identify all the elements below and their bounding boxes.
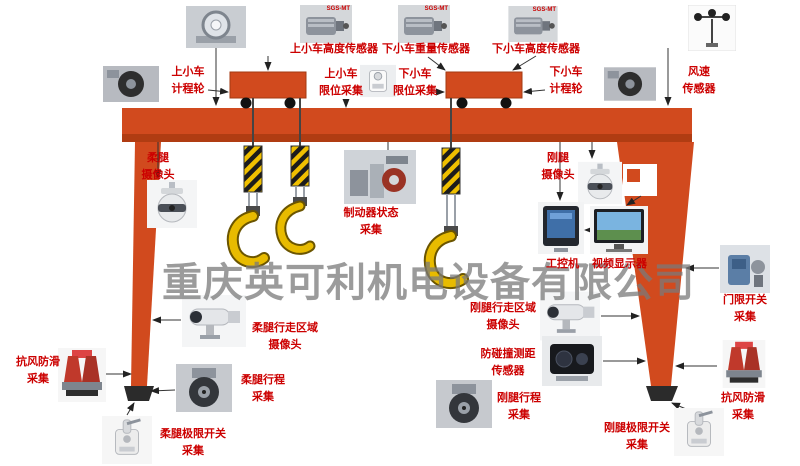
label-door-limit-switch: 门限开关 采集: [723, 294, 767, 324]
anemometer-image: [688, 5, 736, 51]
main-beam-shadow: [122, 134, 692, 142]
lower-trolley: [445, 71, 523, 109]
ptz-camera-image-left: [147, 180, 197, 228]
ring-load-sensor-image: [186, 6, 246, 48]
label-industrial-pc: 工控机: [546, 258, 579, 270]
limit-switch-image-right: [674, 408, 724, 456]
height-sensor-motor-image-2: SGS-MT: [508, 6, 558, 42]
weight-sensor-motor-image: SGS-MT: [398, 5, 450, 43]
limit-sensor-image: [360, 64, 396, 98]
label-rigid-leg-limit-switch: 刚腿极限开关 采集: [604, 422, 670, 452]
limit-switch-image-left: [102, 416, 152, 464]
door-limit-switch-image: [720, 245, 770, 293]
upper-trolley: [229, 71, 307, 109]
label-rigid-leg-travel: 刚腿行程 采集: [497, 392, 541, 422]
label-flexible-leg-travel: 柔腿行程 采集: [241, 374, 285, 404]
ptz-camera-image-right: [578, 160, 622, 206]
label-anti-collision-sensor: 防碰撞测距 传感器: [480, 348, 536, 378]
motor-brand-label: SGS-MT: [326, 6, 350, 12]
brake-image: [344, 150, 416, 204]
rail-clamp-image-right: [718, 340, 770, 388]
rail-clamp-image-left: [58, 348, 106, 402]
hook-assembly-right: [423, 98, 469, 290]
travel-wheel-image-left: [176, 364, 232, 412]
flexible-leg-foot: [124, 386, 154, 401]
label-wind-antislip-left: 抗风防滑 采集: [16, 356, 60, 386]
hook-assembly-left-2: [275, 98, 316, 255]
motor-brand-label: SGS-MT: [532, 7, 556, 13]
label-rigid-leg-camera: 刚腿 摄像头: [541, 152, 575, 182]
travel-wheel-image-right: [436, 380, 492, 428]
industrial-pc-image: [538, 202, 584, 254]
label-flexible-leg-limit-switch: 柔腿极限开关 采集: [160, 428, 226, 458]
rigid-leg: [617, 142, 694, 386]
video-display-image: [590, 206, 648, 254]
motor-brand-label: SGS-MT: [424, 6, 448, 12]
label-rigid-leg-area-camera: 刚腿行走区域 摄像头: [470, 302, 536, 332]
label-lower-trolley-limit: 下小车 限位采集: [393, 68, 437, 98]
height-sensor-motor-image-1: SGS-MT: [300, 5, 352, 43]
odometer-wheel-image-left: [103, 66, 159, 102]
label-lower-trolley-odometer: 下小车 计程轮: [549, 66, 583, 96]
anti-collision-sensor-image: [542, 336, 602, 386]
gantry-crane-structure: [122, 71, 694, 401]
label-upper-trolley-height-sensor: 上小车高度传感器: [290, 43, 378, 55]
bullet-camera-image-left: [182, 295, 246, 347]
label-upper-trolley-odometer: 上小车 计程轮: [171, 66, 205, 96]
label-flexible-leg-camera: 柔腿 摄像头: [141, 152, 175, 182]
label-upper-trolley-limit: 上小车 限位采集: [319, 68, 363, 98]
label-flexible-leg-area-camera: 柔腿行走区域 摄像头: [252, 322, 318, 352]
hook-assembly-left-1: [226, 98, 270, 269]
rigid-leg-foot: [646, 386, 678, 401]
label-lower-trolley-height-sensor: 下小车高度传感器: [492, 43, 580, 55]
bullet-camera-image-right: [540, 291, 600, 341]
label-lower-trolley-weight-sensor: 下小车重量传感器: [382, 43, 470, 55]
label-brake-status: 制动器状态 采集: [343, 207, 399, 237]
connector-arrows: [106, 48, 719, 416]
label-wind-antislip-right: 抗风防滑 采集: [721, 392, 765, 422]
rigid-leg-cabin-window: [627, 169, 640, 182]
label-video-display: 视频显示器: [592, 258, 647, 270]
odometer-wheel-image-right: [604, 66, 656, 102]
label-wind-speed-sensor: 风速 传感器: [682, 66, 716, 96]
